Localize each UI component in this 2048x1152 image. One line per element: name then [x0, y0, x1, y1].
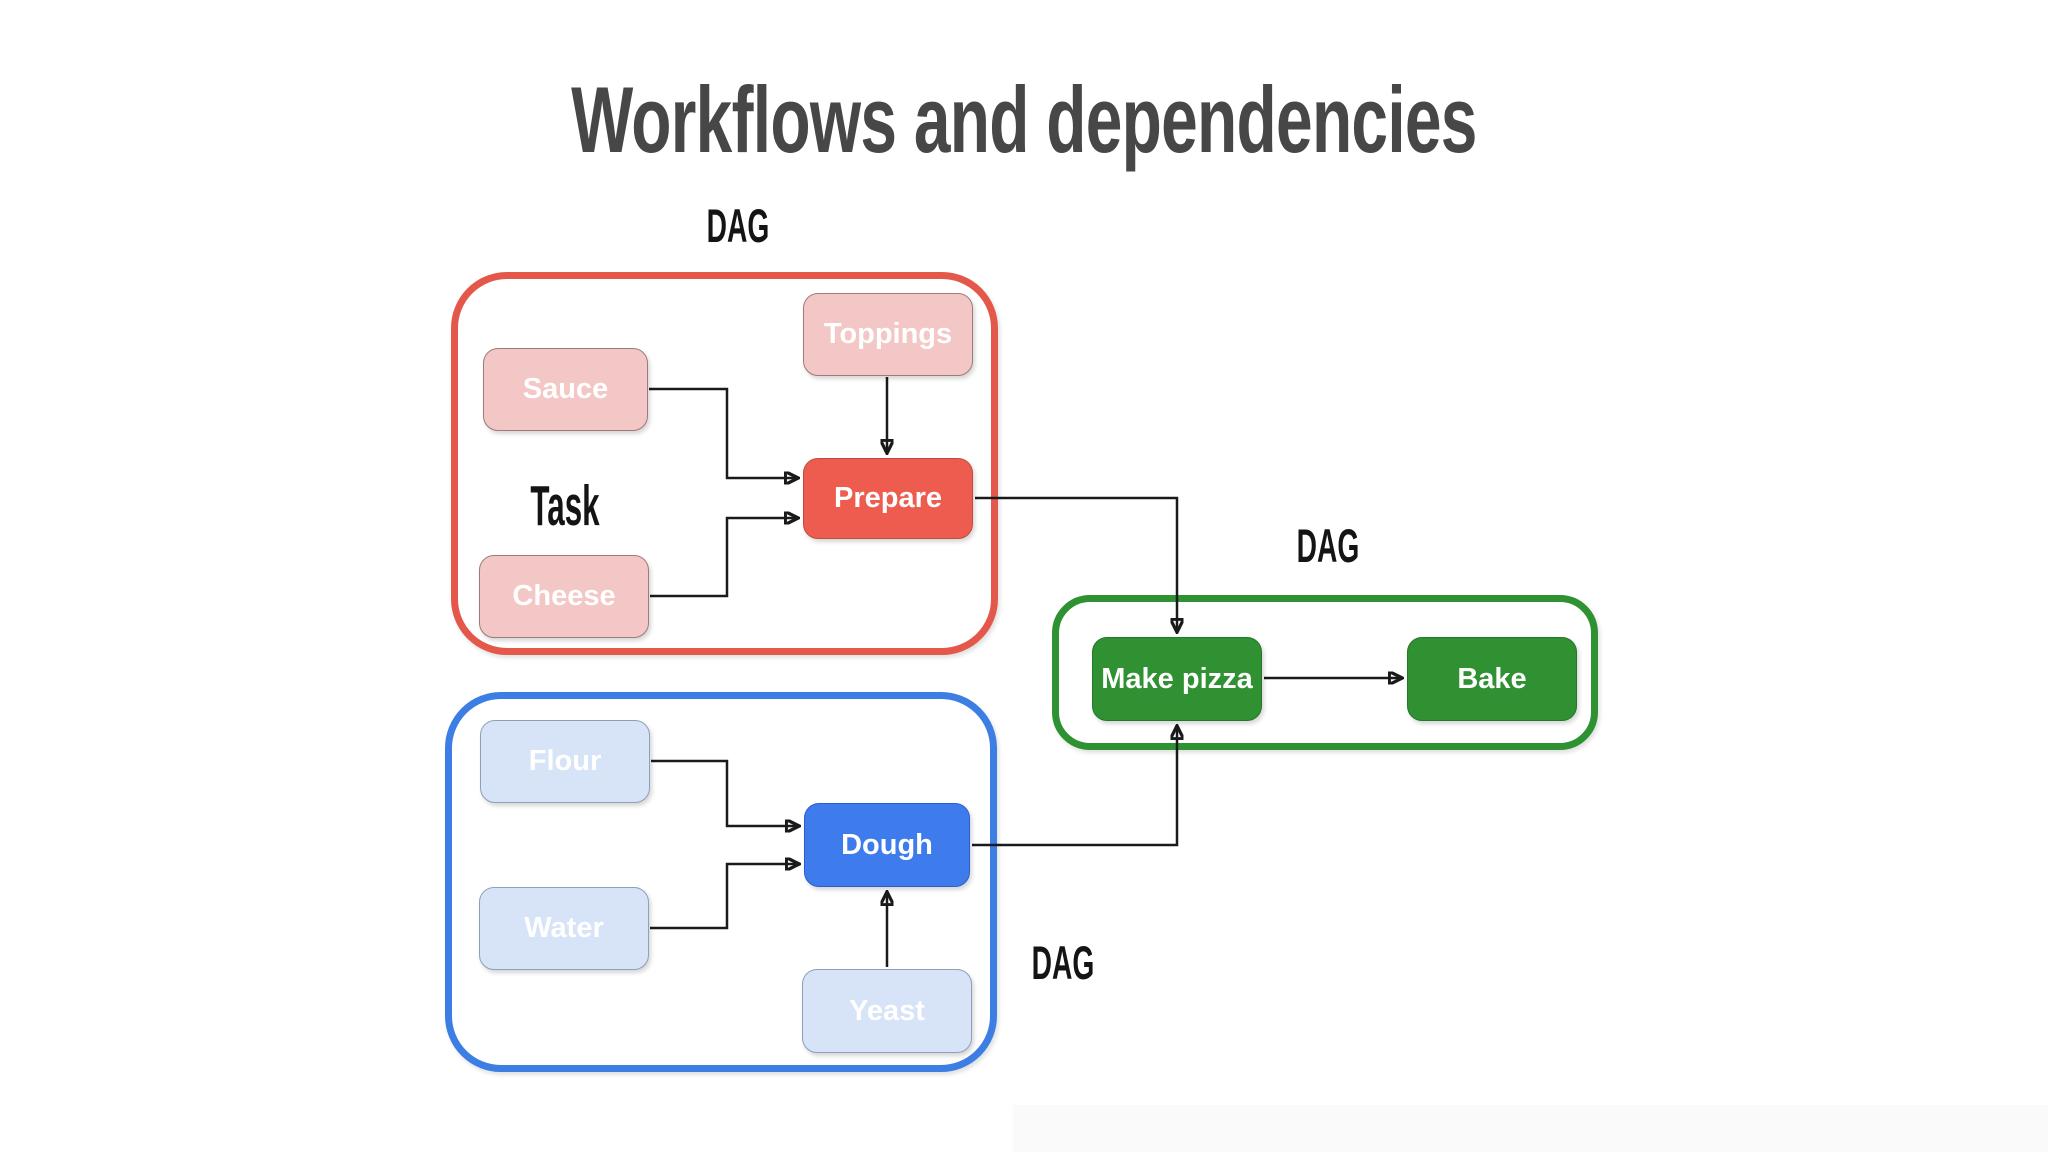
node-yeast-label: Yeast	[849, 994, 925, 1027]
bottom-strip	[1013, 1105, 2048, 1152]
node-sauce: Sauce	[483, 348, 648, 431]
node-sauce-label: Sauce	[522, 373, 609, 405]
node-cheese: Cheese	[479, 555, 649, 638]
node-toppings-label: Toppings	[823, 318, 953, 350]
bake-dag-group	[1052, 595, 1598, 750]
node-cheese-label: Cheese	[512, 580, 616, 612]
node-dough-label: Dough	[841, 828, 933, 861]
node-prepare: Prepare	[803, 458, 973, 539]
node-flour-label: Flour	[528, 745, 602, 777]
dough-dag-label: DAG	[1031, 936, 1095, 989]
prep-dag-group	[451, 272, 998, 655]
node-yeast: Yeast	[802, 969, 972, 1053]
node-make-pizza: Make pizza	[1092, 637, 1262, 721]
page-title: Workflows and dependencies	[0, 66, 2048, 174]
task-annotation-label: Task	[530, 474, 600, 538]
node-water-label: Water	[524, 912, 604, 944]
node-prepare-label: Prepare	[833, 482, 942, 514]
node-bake-label: Bake	[1457, 662, 1527, 695]
node-bake: Bake	[1407, 637, 1577, 721]
node-dough: Dough	[804, 803, 970, 887]
node-make-pizza-label: Make pizza	[1101, 662, 1253, 695]
prep-dag-label: DAG	[706, 199, 770, 252]
dough-dag-group	[445, 692, 997, 1072]
bake-dag-label: DAG	[1296, 519, 1360, 572]
node-flour: Flour	[480, 720, 650, 803]
node-toppings: Toppings	[803, 293, 973, 376]
page-title-text: Workflows and dependencies	[571, 67, 1477, 172]
node-water: Water	[479, 887, 649, 970]
